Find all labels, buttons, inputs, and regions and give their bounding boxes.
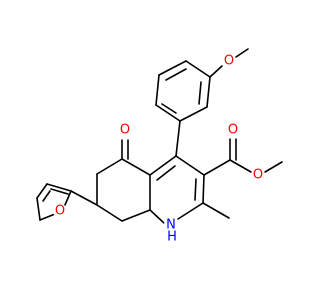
bond [42,190,51,202]
bond [36,197,41,221]
bond [185,60,211,78]
bond [194,178,197,201]
bond [70,190,98,206]
bond [39,213,56,221]
atom-methoxy-o: O [224,54,234,69]
bond [149,155,177,176]
bond [46,183,72,192]
bond [175,155,205,176]
bond [155,104,181,122]
atom-nh-h: H [167,230,177,245]
bond [161,103,177,114]
bond [206,76,211,108]
bond [155,74,160,106]
molecule-canvas: O O O O O N H [36,48,283,245]
bond [121,158,151,176]
bond [235,48,249,58]
bond [156,165,176,181]
bond [96,158,123,175]
bond [36,183,48,199]
bond [165,68,187,81]
bond [202,174,205,204]
bond [158,60,187,76]
atom-ester-carbonyl-o: O [228,123,238,138]
bond [64,190,72,206]
bond [264,161,283,173]
bond [198,81,202,105]
atom-ester-o: O [253,168,263,183]
bond [203,159,231,176]
bond [179,106,208,122]
bond [229,159,252,173]
atom-nh-n: N [166,218,176,233]
atom-furan-o: O [55,204,65,219]
atom-labels: O O O O O N H [53,54,265,245]
bond [121,209,151,222]
bond [149,209,165,224]
bonds [36,48,283,224]
bond [50,188,69,195]
bond [209,65,223,78]
bond [96,204,123,222]
bond [175,120,181,157]
bond [177,202,204,220]
structure-diagram: O O O O O N H [36,48,283,245]
atom-ketone-o: O [120,123,130,138]
bond [202,202,230,219]
